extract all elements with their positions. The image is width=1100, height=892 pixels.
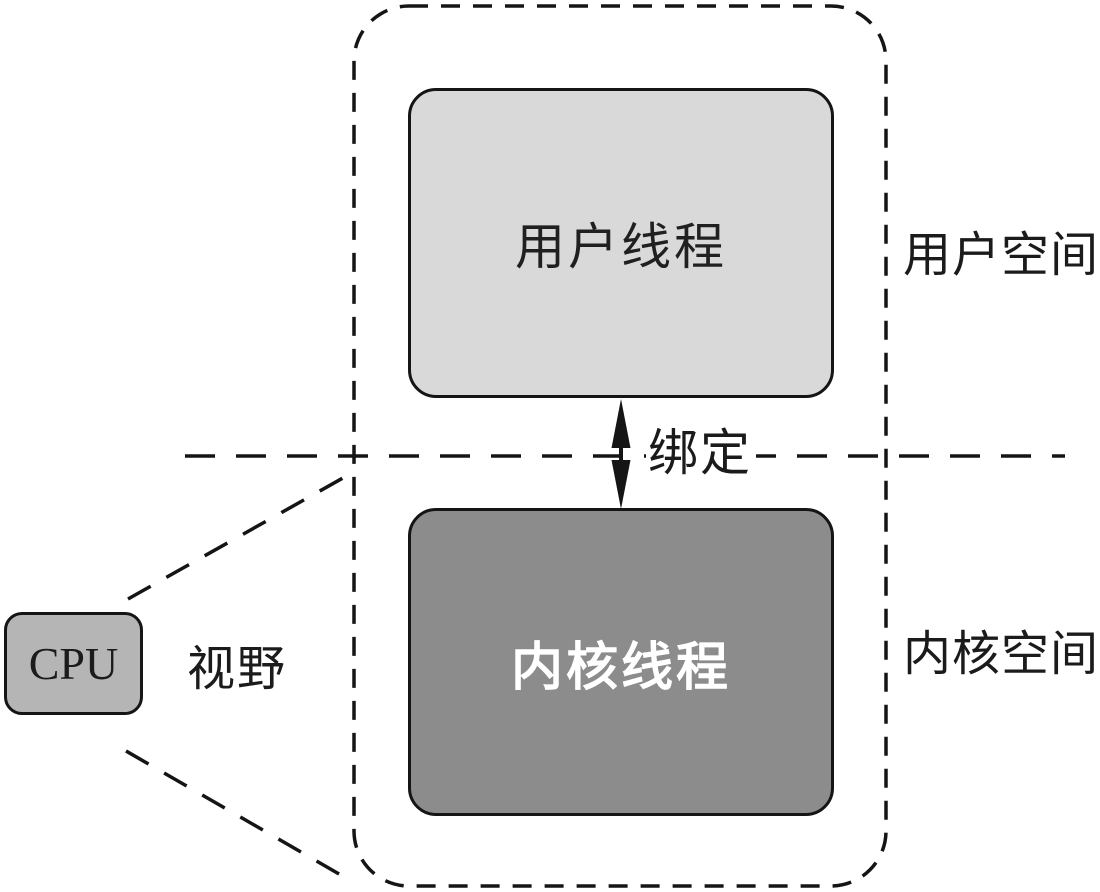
kernel-thread-label: 内核线程 [510,639,731,697]
user-space-label: 用户空间 [903,229,1100,282]
cpu-view-label: 视野 [187,643,288,696]
cpu-box: CPU [4,612,143,715]
binding-label: 绑定 [646,426,756,481]
cpu-view-lower-dashed-line [125,749,347,880]
kernel-space-label: 内核空间 [903,628,1100,681]
binding-double-arrow-icon [611,399,631,509]
cpu-label: CPU [28,638,119,689]
cpu-view-upper-dashed-line [127,472,351,601]
kernel-thread-box: 内核线程 [408,508,834,816]
user-thread-box: 用户线程 [408,88,834,398]
user-thread-label: 用户线程 [515,219,727,275]
thread-group-dashed-boundary [352,4,888,888]
